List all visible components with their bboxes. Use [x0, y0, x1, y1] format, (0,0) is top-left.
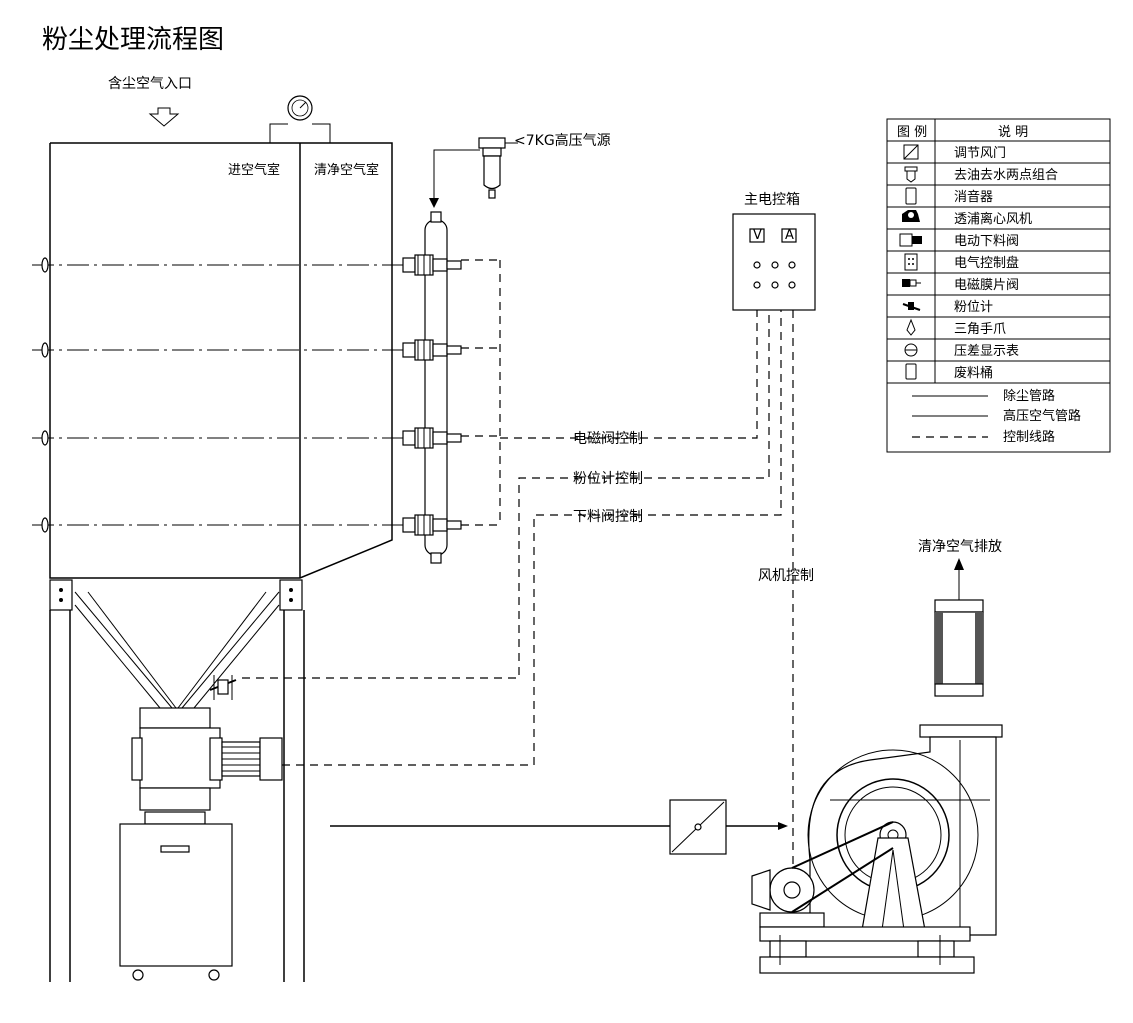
- legend-desc: 电动下料阀: [954, 234, 1019, 249]
- diagram-title: 粉尘处理流程图: [42, 25, 224, 55]
- legend-desc: 调节风门: [954, 146, 1006, 161]
- hopper-structure: [49, 579, 305, 982]
- legend-header-desc: 说 明: [998, 125, 1028, 140]
- solenoid-control-label: 电磁阀控制: [573, 431, 643, 447]
- fan-control-label: 风机控制: [758, 568, 814, 584]
- inlet-label: 含尘空气入口: [108, 76, 192, 92]
- legend-desc: 粉位计: [954, 300, 993, 315]
- legend-waste-bin-icon: [905, 363, 917, 380]
- legend-silencer-icon: [905, 187, 917, 205]
- control-box-label: 主电控箱: [744, 192, 800, 208]
- legend-pressure-gauge-icon: [904, 343, 918, 357]
- inlet-arrow-icon: [148, 107, 180, 127]
- exhaust-label: 清净空气排放: [918, 539, 1002, 555]
- legend-desc: 电气控制盘: [954, 255, 1019, 271]
- legend-desc: 压差显示表: [954, 344, 1019, 359]
- discharge-control-label: 下料阀控制: [573, 509, 643, 525]
- ammeter-label: A: [785, 228, 794, 243]
- air-header-pipe: [424, 211, 448, 564]
- filter-regulator-icon: [478, 137, 518, 199]
- filter-bag-lines: [32, 257, 420, 533]
- silencer-icon: [934, 558, 984, 697]
- legend-centrifugal-fan-icon: [902, 210, 920, 222]
- legend-diaphragm-valve-icon: [902, 279, 921, 287]
- legend-line-samples: [912, 395, 988, 438]
- legend-level-gauge-icon: [902, 302, 921, 311]
- centrifugal-fan-icon: [751, 724, 1003, 974]
- clean-chamber-label: 清净空气室: [314, 162, 379, 178]
- valve-control-wiring: [461, 259, 501, 526]
- dirty-chamber-label: 进空气室: [228, 162, 280, 178]
- dust-collector-body: [49, 142, 393, 579]
- legend-table: [886, 118, 1111, 453]
- voltmeter-label: V: [753, 228, 762, 243]
- legend-header-symbol: 图 例: [897, 125, 927, 140]
- waste-bin-icon: [119, 811, 233, 981]
- legend-damper-icon: [903, 144, 919, 160]
- legend-line-dust-desc: 除尘管路: [1003, 388, 1055, 404]
- legend-line-air-desc: 高压空气管路: [1003, 408, 1081, 424]
- diaphragm-valves: [402, 254, 462, 536]
- control-wiring: [242, 310, 794, 878]
- legend-line-control-desc: 控制线路: [1003, 429, 1055, 445]
- pressure-gauge-icon: [269, 95, 331, 143]
- control-panel-icon: [732, 213, 816, 311]
- level-gauge-icon: [209, 675, 237, 700]
- legend-desc: 透浦离心风机: [954, 211, 1032, 227]
- legend-desc: 消音器: [954, 189, 993, 205]
- damper-icon: [669, 799, 727, 855]
- legend-triangle-claw-icon: [906, 318, 916, 336]
- legend-filter-regulator-icon: [904, 166, 918, 183]
- air-supply-line: [429, 149, 480, 208]
- legend-desc: 去油去水两点组合: [954, 168, 1058, 183]
- level-control-label: 粉位计控制: [573, 471, 643, 487]
- air-source-label: <7KG高压气源: [514, 132, 611, 149]
- legend-desc: 废料桶: [954, 365, 993, 381]
- dust-duct: [330, 822, 788, 830]
- legend-discharge-valve-icon: [899, 233, 922, 247]
- legend-desc: 三角手爪: [954, 322, 1006, 337]
- discharge-valve-icon: [131, 707, 283, 811]
- legend-control-panel-icon: [904, 253, 918, 271]
- legend-desc: 电磁膜片阀: [954, 278, 1019, 293]
